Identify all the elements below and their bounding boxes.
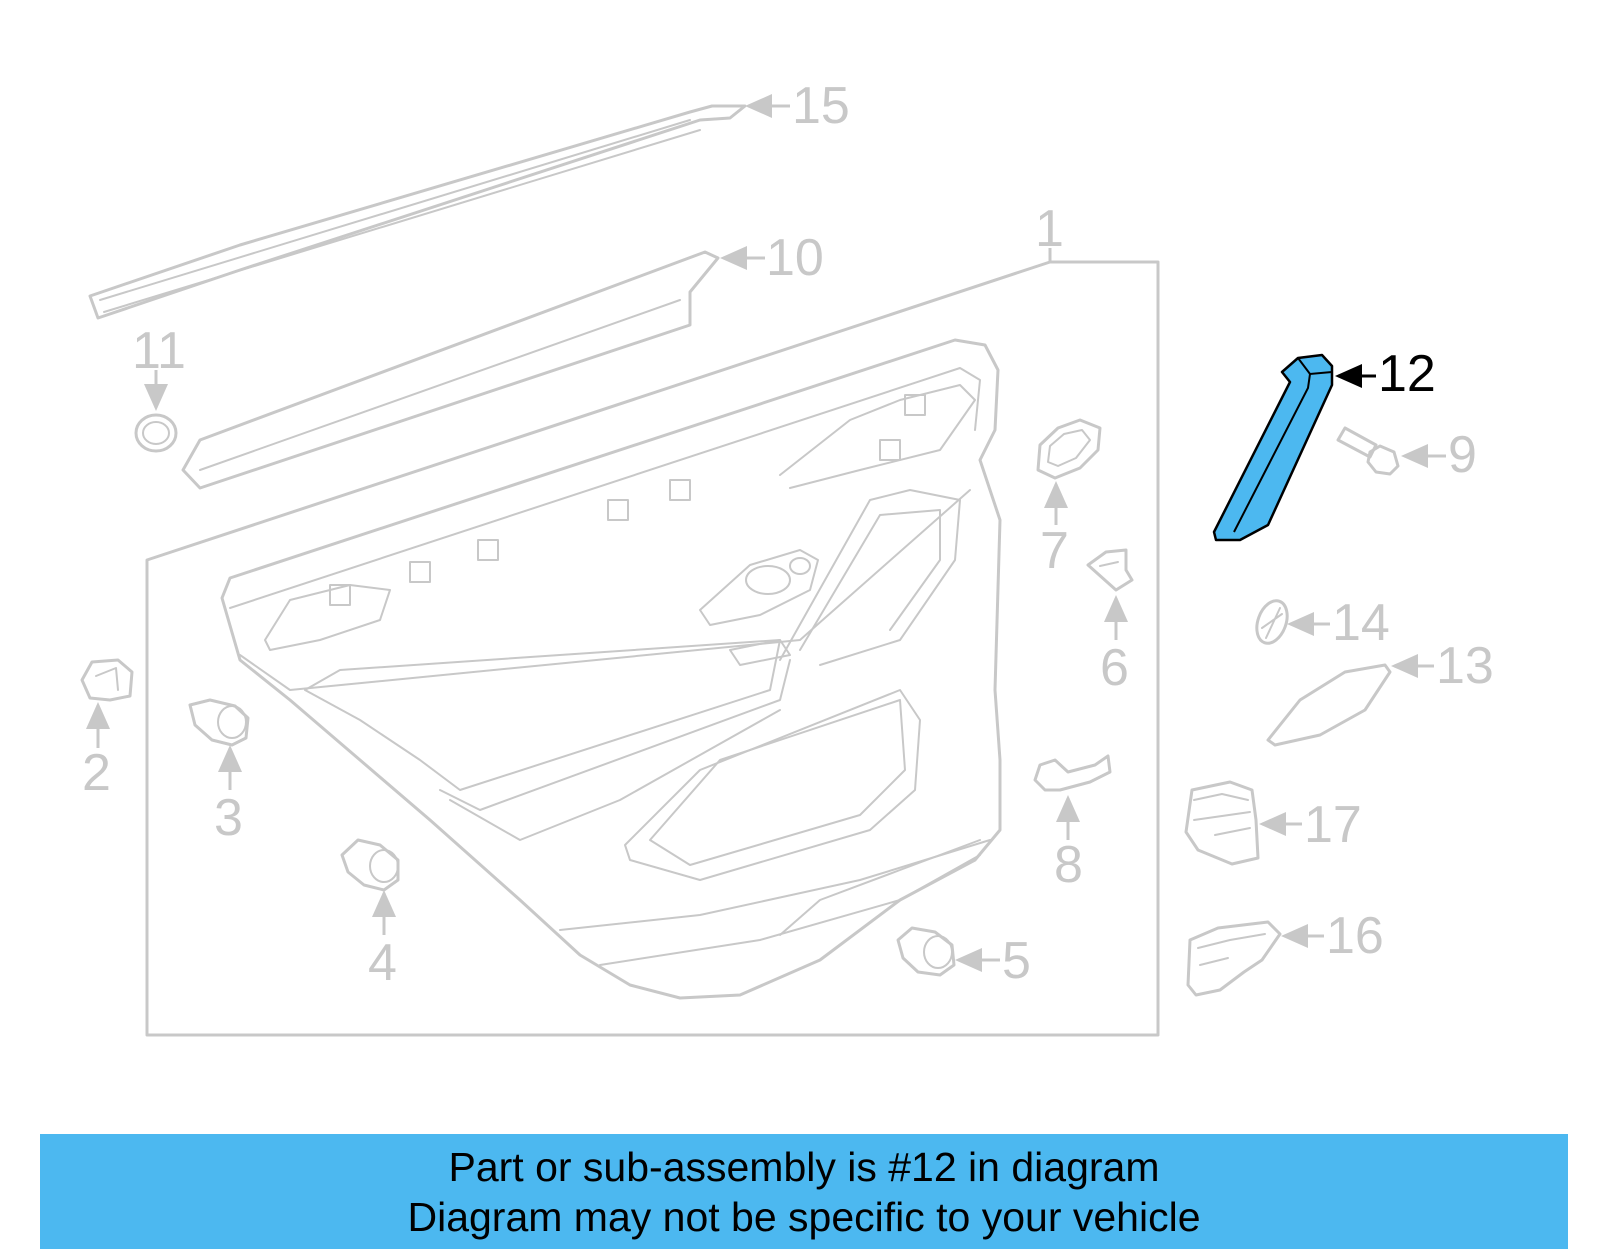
part-15-belt-molding: 15 (88, 77, 850, 320)
part-1-door-trim-panel: 1 (145, 200, 1160, 1037)
callout-12: 12 (1378, 345, 1436, 403)
info-banner: Part or sub-assembly is #12 in diagram D… (40, 1134, 1568, 1249)
part-4-push-clip: 4 (340, 838, 400, 992)
callout-15: 15 (792, 77, 850, 135)
banner-line-part: Part or sub-assembly is #12 in diagram (448, 1144, 1160, 1190)
callout-9: 9 (1448, 426, 1477, 484)
callout-5: 5 (1002, 932, 1031, 990)
callout-16: 16 (1326, 907, 1384, 965)
part-9-screw: 9 (1336, 426, 1477, 484)
part-11-grommet: 11 (132, 322, 186, 453)
part-13-cover: 13 (1266, 637, 1494, 747)
part-7-bezel: 7 (1036, 418, 1102, 580)
callout-4: 4 (368, 934, 397, 992)
callout-3: 3 (214, 789, 243, 847)
callout-8: 8 (1054, 836, 1083, 894)
part-10-belt-trim: 10 (181, 229, 824, 490)
callout-7: 7 (1040, 522, 1069, 580)
callout-2: 2 (82, 744, 111, 802)
part-2-clip: 2 (80, 658, 134, 802)
callout-1: 1 (1035, 200, 1064, 258)
part-8-seal: 8 (1033, 754, 1112, 894)
callout-13: 13 (1436, 637, 1494, 695)
callout-14: 14 (1332, 594, 1390, 652)
part-3-push-clip: 3 (188, 698, 250, 847)
part-6-bracket: 6 (1086, 548, 1134, 697)
part-14-cap: 14 (1255, 594, 1390, 652)
banner-line-disclaimer: Diagram may not be specific to your vehi… (407, 1194, 1201, 1240)
part-17-switch: 17 (1184, 780, 1362, 866)
callout-11: 11 (132, 322, 186, 380)
callout-6: 6 (1100, 639, 1129, 697)
part-12-trim-strip-highlighted: 12 (1212, 345, 1436, 542)
part-5-push-clip: 5 (896, 926, 1031, 990)
callout-17: 17 (1304, 796, 1362, 854)
callout-10: 10 (766, 229, 824, 287)
part-16-switch: 16 (1186, 907, 1384, 997)
